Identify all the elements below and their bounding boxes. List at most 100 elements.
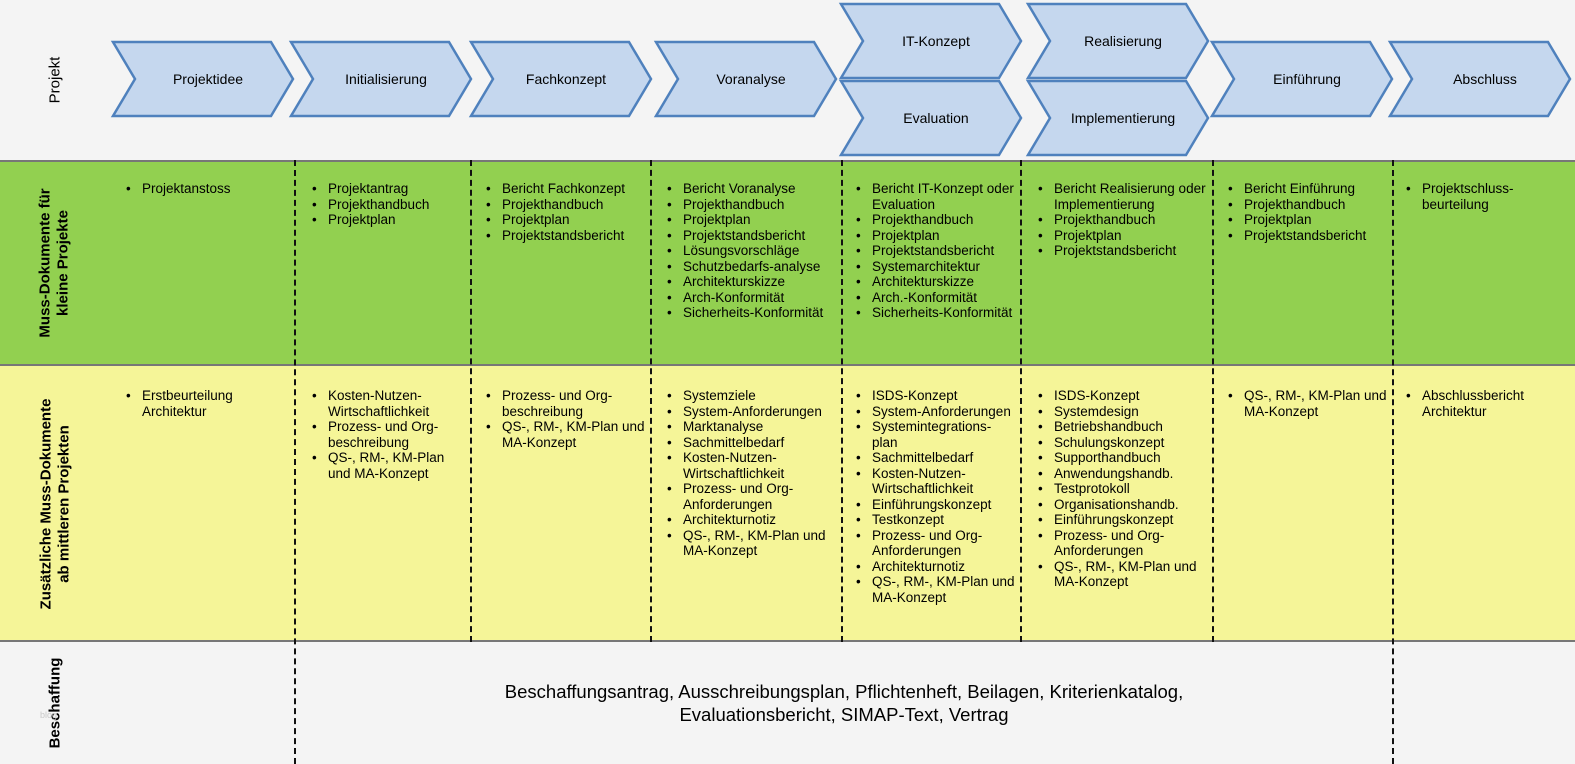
phase-chevron-8: Implementierung (1025, 79, 1210, 157)
document-item: Projektanstoss (124, 181, 284, 197)
document-item: Projektplan (854, 228, 1016, 244)
document-item: ISDS-Konzept (854, 388, 1016, 404)
procurement-line-2: Evaluationsbericht, SIMAP-Text, Vertrag (679, 704, 1009, 725)
document-list: SystemzieleSystem-AnforderungenMarktanal… (665, 388, 837, 559)
phase-chevron-3: Fachkonzept (468, 40, 653, 118)
document-item: Projektstandsbericht (484, 228, 646, 244)
phase-chevron-shape (838, 79, 1023, 157)
row-label-mid: Zusätzliche Muss-Dokumente ab mittleren … (0, 366, 110, 642)
document-item: Testkonzept (854, 512, 1016, 528)
document-item: Systemdesign (1036, 404, 1206, 420)
mid-docs-cell-2: Kosten-Nutzen-WirtschaftlichkeitProzess-… (310, 388, 465, 481)
document-list: ISDS-KonzeptSystemdesignBetriebshandbuch… (1036, 388, 1206, 590)
row-label-small-line2: kleine Projekte (55, 210, 72, 316)
document-item: Arch-Konformität (665, 290, 837, 306)
document-item: Projektstandsbericht (665, 228, 837, 244)
small-docs-cell-5: Bericht IT-Konzept oder EvaluationProjek… (854, 181, 1016, 321)
document-item: Architekturnotiz (854, 559, 1016, 575)
phase-chevron-shape (1387, 40, 1572, 118)
document-list: QS-, RM-, KM-Plan und MA-Konzept (1226, 388, 1388, 419)
small-docs-cell-4: Bericht VoranalyseProjekthandbuchProjekt… (665, 181, 837, 321)
phase-chevron-polygon (288, 40, 473, 118)
document-item: Prozess- und Org-Anforderungen (665, 481, 837, 512)
phase-label: Voranalyse (716, 71, 786, 87)
document-list: Bericht Realisierung oder Implementierun… (1036, 181, 1206, 259)
column-divider (1212, 160, 1214, 642)
document-item: Projekthandbuch (1036, 212, 1206, 228)
mid-docs-cell-4: SystemzieleSystem-AnforderungenMarktanal… (665, 388, 837, 559)
document-item: Projekthandbuch (854, 212, 1016, 228)
small-docs-cell-6: Bericht Realisierung oder Implementierun… (1036, 181, 1206, 259)
column-divider (650, 160, 652, 642)
document-item: Prozess- und Org-beschreibung (310, 419, 465, 450)
document-item: QS-, RM-, KM-Plan und MA-Konzept (310, 450, 465, 481)
phase-chevron-1: Projektidee (110, 40, 295, 118)
column-divider (1020, 160, 1022, 642)
document-item: Kosten-Nutzen-Wirtschaftlichkeit (854, 466, 1016, 497)
small-docs-cell-3: Bericht FachkonzeptProjekthandbuchProjek… (484, 181, 646, 243)
row-label-small-line1: Muss-Dokumente für (37, 188, 54, 338)
phase-chevron-shape (110, 40, 295, 118)
document-item: Sicherheits-Konformität (665, 305, 837, 321)
document-item: Systemintegrations-plan (854, 419, 1016, 450)
row-label-procurement-text: Beschaffung (46, 657, 63, 749)
phase-label: Abschluss (1453, 71, 1517, 87)
row-label-procurement: Beschaffung (0, 642, 110, 764)
document-item: Projekthandbuch (310, 197, 465, 213)
phase-chevron-polygon (110, 40, 295, 118)
small-docs-cell-8: Projektschluss-beurteilung (1404, 181, 1564, 212)
document-item: QS-, RM-, KM-Plan und MA-Konzept (1036, 559, 1206, 590)
phase-chevron-shape (1025, 2, 1210, 80)
document-item: QS-, RM-, KM-Plan und MA-Konzept (484, 419, 646, 450)
mid-docs-cell-5: ISDS-KonzeptSystem-AnforderungenSystemin… (854, 388, 1016, 605)
document-item: Sicherheits-Konformität (854, 305, 1016, 321)
document-item: Testprotokoll (1036, 481, 1206, 497)
phase-chevron-polygon (1025, 2, 1210, 80)
document-item: Architekturskizze (665, 274, 837, 290)
document-item: Kosten-Nutzen-Wirtschaftlichkeit (665, 450, 837, 481)
document-item: Betriebshandbuch (1036, 419, 1206, 435)
document-item: Prozess- und Org-Anforderungen (1036, 528, 1206, 559)
phase-chevron-shape (1209, 40, 1394, 118)
column-divider (294, 160, 296, 764)
phase-chevron-9: Einführung (1209, 40, 1394, 118)
document-item: QS-, RM-, KM-Plan und MA-Konzept (665, 528, 837, 559)
document-item: System-Anforderungen (665, 404, 837, 420)
document-item: Bericht Realisierung oder Implementierun… (1036, 181, 1206, 212)
document-list: ProjektantragProjekthandbuchProjektplan (310, 181, 465, 228)
document-item: Marktanalyse (665, 419, 837, 435)
document-item: Abschlussbericht Architektur (1404, 388, 1564, 419)
document-item: Organisationshandb. (1036, 497, 1206, 513)
document-item: Projektplan (484, 212, 646, 228)
phase-chevron-shape (653, 40, 838, 118)
phase-chevron-7: Realisierung (1025, 2, 1210, 80)
document-item: QS-, RM-, KM-Plan und MA-Konzept (854, 574, 1016, 605)
mid-docs-cell-1: Erstbeurteilung Architektur (124, 388, 284, 419)
document-list: Projektanstoss (124, 181, 284, 197)
document-item: Prozess- und Org-beschreibung (484, 388, 646, 419)
phase-chevron-shape (838, 2, 1023, 80)
document-list: Erstbeurteilung Architektur (124, 388, 284, 419)
document-item: Prozess- und Org-Anforderungen (854, 528, 1016, 559)
document-item: Anwendungshandb. (1036, 466, 1206, 482)
row-label-project: Projekt (0, 0, 110, 160)
document-list: Bericht IT-Konzept oder EvaluationProjek… (854, 181, 1016, 321)
document-item: Bericht Fachkonzept (484, 181, 646, 197)
document-item: Projektstandsbericht (1226, 228, 1388, 244)
row-label-project-text: Projekt (46, 56, 63, 104)
phase-chevron-polygon (1209, 40, 1394, 118)
document-list: Bericht VoranalyseProjekthandbuchProjekt… (665, 181, 837, 321)
document-item: Systemziele (665, 388, 837, 404)
procurement-band (0, 642, 1575, 764)
document-item: Projektstandsbericht (854, 243, 1016, 259)
document-item: Bericht Voranalyse (665, 181, 837, 197)
document-list: Abschlussbericht Architektur (1404, 388, 1564, 419)
document-list: Bericht FachkonzeptProjekthandbuchProjek… (484, 181, 646, 243)
row-label-mid-line2: ab mittleren Projekten (55, 425, 72, 583)
document-item: Einführungskonzept (854, 497, 1016, 513)
document-item: Projekthandbuch (1226, 197, 1388, 213)
phase-chevron-polygon (1387, 40, 1572, 118)
document-item: Projektplan (310, 212, 465, 228)
phase-chevron-polygon (653, 40, 838, 118)
phase-label: Projektidee (172, 71, 244, 87)
